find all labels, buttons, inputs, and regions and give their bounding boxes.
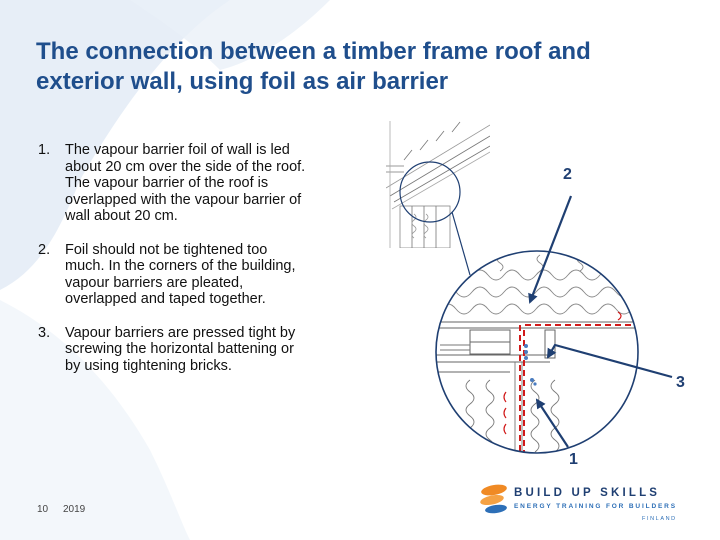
list-line: overlapped and taped together. bbox=[65, 291, 266, 307]
arrow-2 bbox=[528, 195, 573, 304]
slide-number: 10 bbox=[37, 504, 49, 515]
list-line: The vapour barrier of the roof is bbox=[65, 175, 269, 191]
list-text: Vapour barriers are pressed tight by scr… bbox=[65, 325, 383, 375]
callout-label-3: 3 bbox=[676, 374, 685, 391]
logo-tagline: ENERGY TRAINING FOR BUILDERS bbox=[514, 503, 677, 510]
list-line: The vapour barrier foil of wall is led bbox=[65, 142, 290, 158]
list-line: overlapped with the vapour barrier of bbox=[65, 191, 302, 208]
overview-sketch bbox=[386, 121, 490, 248]
list-line: Foil should not be tightened too bbox=[65, 241, 268, 258]
instruction-list: 1. The vapour barrier foil of wall is le… bbox=[38, 142, 383, 391]
page-title: The connection between a timber frame ro… bbox=[36, 37, 696, 97]
zoom-connector-line bbox=[451, 211, 471, 276]
small-detail-circle bbox=[399, 161, 461, 223]
list-text: Foil should not be tightened too much. I… bbox=[65, 242, 383, 308]
arrow-3 bbox=[546, 343, 673, 379]
logo-swoosh-icon bbox=[480, 484, 507, 514]
arrow-1 bbox=[535, 398, 569, 448]
list-line: vapour barriers are pleated, bbox=[65, 274, 244, 291]
list-line: screwing the horizontal battening or bbox=[65, 341, 294, 357]
list-line: by using tightening bricks. bbox=[65, 357, 232, 374]
callout-label-2: 2 bbox=[563, 166, 572, 183]
list-line: about 20 cm over the side of the roof. bbox=[65, 158, 306, 175]
footer-year: 2019 bbox=[63, 504, 86, 515]
list-item-2: 2. Foil should not be tightened too much… bbox=[38, 242, 383, 308]
list-line: Vapour barriers are pressed tight by bbox=[65, 324, 296, 341]
list-number: 3. bbox=[38, 324, 51, 341]
list-item-1: 1. The vapour barrier foil of wall is le… bbox=[38, 142, 383, 225]
list-line: much. In the corners of the building, bbox=[65, 258, 296, 274]
list-line: wall about 20 cm. bbox=[65, 208, 178, 224]
callout-label-1: 1 bbox=[569, 451, 578, 468]
title-line-1: The connection between a timber frame ro… bbox=[36, 38, 591, 65]
list-number: 2. bbox=[38, 241, 51, 258]
list-item-3: 3. Vapour barriers are pressed tight by … bbox=[38, 325, 383, 375]
list-number: 1. bbox=[38, 142, 51, 158]
logo-country: FINLAND bbox=[642, 516, 677, 522]
logo-wordmark: BUILD UP SKILLS bbox=[514, 487, 661, 499]
title-line-2: exterior wall, using foil as air barrier bbox=[36, 68, 449, 95]
list-text: The vapour barrier foil of wall is led a… bbox=[65, 142, 383, 225]
large-detail-circle bbox=[435, 250, 639, 454]
build-up-skills-logo: BUILD UP SKILLS ENERGY TRAINING FOR BUIL… bbox=[476, 480, 696, 530]
